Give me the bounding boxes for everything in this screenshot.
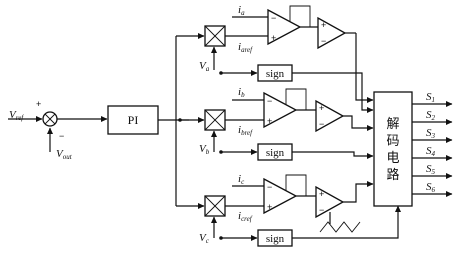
output-s5: S5 — [412, 163, 453, 179]
phase-b-iref-label: ibref — [238, 124, 253, 137]
phase-b-sign-label: sign — [266, 147, 285, 159]
decoder-block — [373, 91, 413, 207]
phase-b-sign-to-decoder — [292, 151, 374, 159]
decoder-char-1: 解 — [386, 116, 399, 131]
phase-b-amp-minus: − — [267, 96, 272, 106]
phase-a-comp-minus: − — [321, 36, 326, 46]
phase-a-i-label: ia — [238, 4, 245, 17]
output-s4: S4 — [412, 145, 453, 161]
phase-a-v-label: Va — [199, 60, 210, 73]
phase-c-comp-to-decoder — [343, 181, 374, 203]
phase-c-error-amplifier — [263, 177, 298, 215]
summing-plus-sign: + — [36, 99, 41, 109]
output-s3-label: S3 — [426, 127, 436, 140]
phase-b-branch: Vb ibref ib − + + − sign — [180, 86, 374, 161]
output-s6-label: S6 — [426, 181, 436, 194]
phase-c-amp-plus: + — [267, 202, 272, 212]
vref-label: Vref — [9, 109, 24, 122]
phase-b-comp-to-decoder — [343, 115, 374, 131]
phase-a-sign-to-decoder — [292, 72, 374, 113]
phase-b-multiplier — [204, 109, 226, 131]
pi-label: PI — [128, 113, 139, 127]
phase-a-sign-label: sign — [266, 68, 285, 80]
output-s5-label: S5 — [426, 163, 436, 176]
phase-b-comp-minus: − — [319, 119, 324, 129]
phase-a-multiplier — [204, 25, 226, 47]
output-s1-label: S1 — [426, 91, 435, 104]
phase-a-comp-to-decoder — [355, 33, 374, 103]
phase-c-v-label: Vc — [199, 232, 210, 245]
triangle-carrier-wave — [319, 221, 361, 233]
output-s2: S2 — [412, 109, 453, 125]
output-s4-label: S4 — [426, 145, 436, 158]
phase-c-iref-label: icref — [238, 210, 253, 223]
phase-c-multiplier — [204, 195, 226, 217]
phase-a-iref-label: iaref — [238, 41, 253, 54]
phase-a-amp-plus: + — [271, 33, 276, 43]
phase-c-sign-label: sign — [266, 233, 285, 245]
phase-a-comparator — [317, 16, 347, 50]
phase-c-i-label: ic — [238, 173, 245, 186]
phase-c-branch: Vc icref ic − + + − sign — [176, 173, 401, 247]
phase-b-error-amplifier — [263, 91, 298, 129]
output-s2-label: S2 — [426, 109, 436, 122]
phase-b-comp-plus: + — [319, 103, 324, 113]
phase-a-error-amplifier — [267, 8, 302, 46]
output-s1: S1 — [412, 91, 453, 107]
decoder-char-3: 电 — [386, 150, 399, 165]
phase-c-amp-minus: − — [267, 182, 272, 192]
phase-a-branch: Va iaref ia − + + − sign — [176, 4, 374, 113]
summing-junction — [42, 111, 58, 127]
phase-b-v-label: Vb — [199, 143, 210, 156]
phase-a-comp-plus: + — [321, 20, 326, 30]
phase-b-amp-plus: + — [267, 116, 272, 126]
phase-c-amp-feedback — [285, 174, 307, 196]
phase-c-comparator — [315, 185, 345, 219]
vout-label: Vout — [56, 148, 73, 161]
phase-c-comp-plus: + — [319, 189, 324, 199]
decoder-char-2: 码 — [386, 133, 399, 148]
phase-b-comparator — [315, 99, 345, 133]
output-s6: S6 — [412, 181, 453, 197]
phase-a-amp-feedback — [289, 5, 311, 27]
phase-a-amp-minus: − — [271, 13, 276, 23]
phase-c-sign-to-decoder — [292, 205, 401, 239]
phase-c-comp-minus: − — [319, 205, 324, 215]
output-s3: S3 — [412, 127, 453, 143]
phase-b-amp-feedback — [285, 88, 307, 110]
phase-b-i-label: ib — [238, 86, 245, 99]
decoder-char-4: 路 — [386, 167, 399, 182]
summing-minus-sign: − — [59, 131, 64, 141]
pi-controller-block — [107, 105, 159, 135]
